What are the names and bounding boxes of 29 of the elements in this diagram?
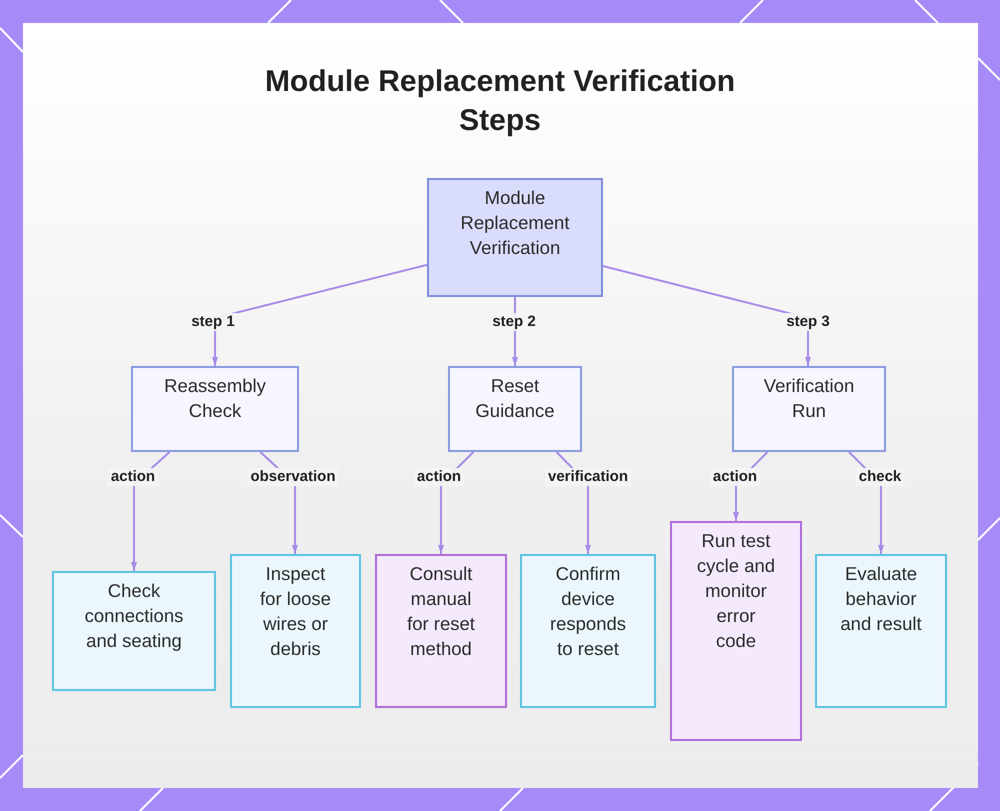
process-box bbox=[131, 366, 299, 452]
node-label: Check connections and seating bbox=[84, 579, 184, 653]
edge-label: action bbox=[108, 468, 158, 486]
node-label: Confirm device responds to reset bbox=[548, 562, 628, 661]
edge-label: action bbox=[710, 468, 760, 486]
process-box bbox=[815, 554, 947, 708]
connector-arrow bbox=[602, 265, 811, 366]
edge-label: observation bbox=[247, 468, 339, 486]
node-label: Verification Run bbox=[762, 374, 856, 423]
node-label: Reset Guidance bbox=[474, 374, 556, 423]
node-label: Run test cycle and monitor error code bbox=[696, 529, 776, 653]
process-box bbox=[230, 554, 361, 708]
process-box bbox=[670, 521, 802, 741]
process-box bbox=[52, 571, 216, 691]
edge-label: check bbox=[856, 468, 904, 486]
process-box bbox=[427, 178, 603, 297]
node-label: Module Replacement Verification bbox=[459, 186, 570, 260]
edge-label: action bbox=[414, 468, 464, 486]
process-box bbox=[732, 366, 886, 452]
diagram-title: Module Replacement Verification Steps bbox=[264, 64, 736, 139]
process-box bbox=[520, 554, 656, 708]
node-label: Consult manual for reset method bbox=[406, 562, 476, 661]
node-label: Evaluate behavior and result bbox=[839, 562, 923, 636]
process-box bbox=[375, 554, 507, 708]
connector-arrow bbox=[212, 264, 428, 366]
edge-label: verification bbox=[544, 468, 632, 486]
node-label: Inspect for loose wires or debris bbox=[259, 562, 332, 661]
node-label: Reassembly Check bbox=[163, 374, 267, 423]
process-box bbox=[448, 366, 582, 452]
